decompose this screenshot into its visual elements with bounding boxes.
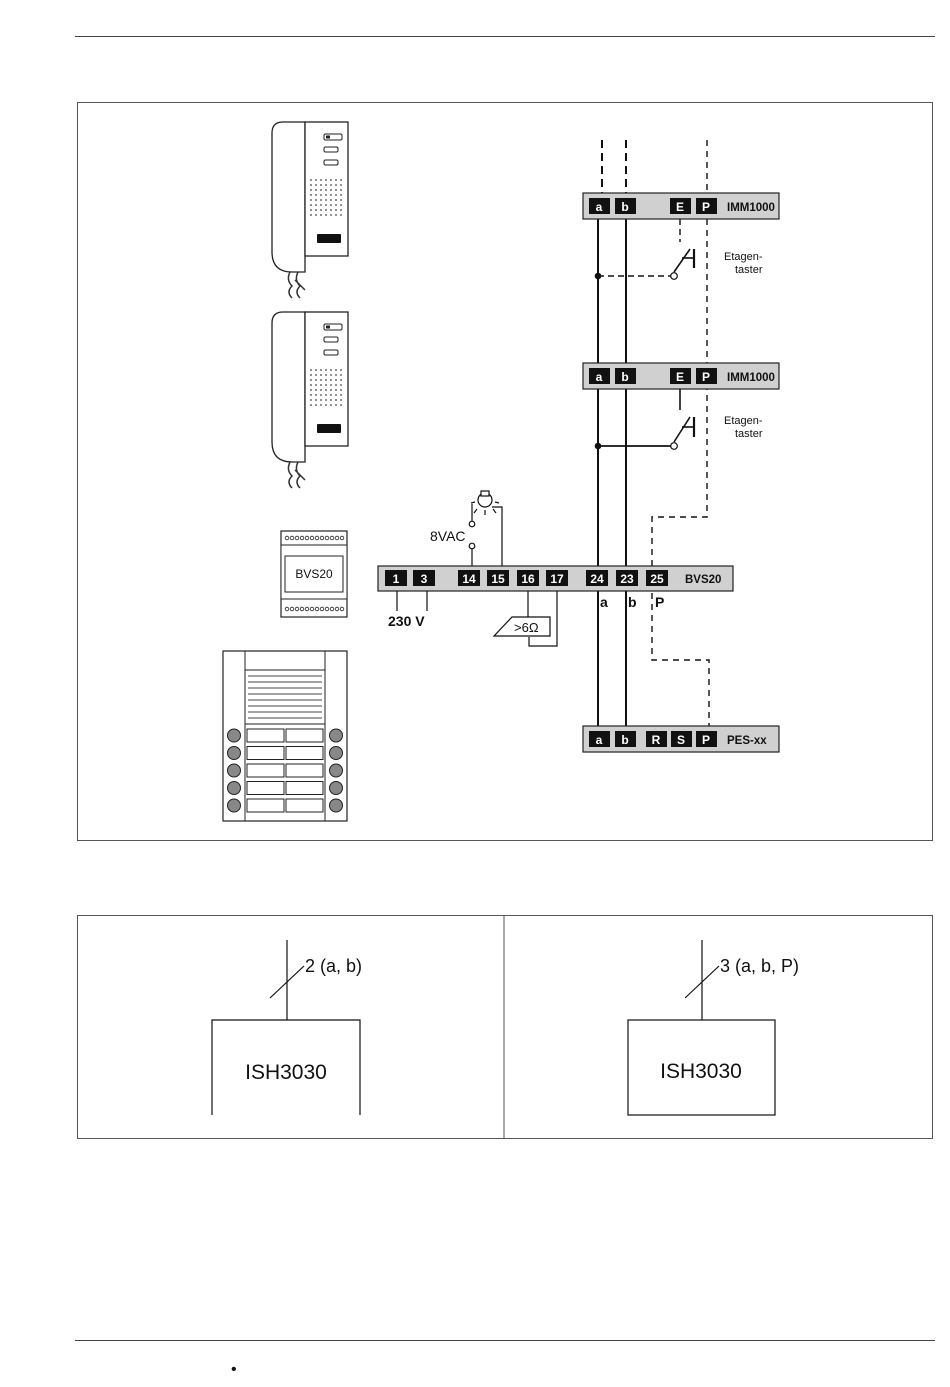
symbol-left-device-label: ISH3030 [245,1061,327,1084]
name-plate [286,747,323,760]
bvs20-terminal-strip: 1 3 14 15 16 17 24 23 25 BVS20 [378,566,733,591]
call-button-icon [228,747,241,760]
call-button-icon [228,729,241,742]
symbol-left-wires-label: 2 (a, b) [305,956,362,976]
imm2-terminal-b: b [621,370,628,384]
symbol-right: 3 (a, b, P) ISH3030 [628,940,799,1115]
imm1-terminal-e: E [676,200,684,214]
bvs-strip-model-label: BVS20 [685,574,721,586]
bvs-terminal-16: 16 [521,572,535,586]
call-button-icon [330,764,343,777]
name-plate [247,782,284,795]
pes-terminal-a: a [596,733,603,747]
imm1000-unit-1: a b E P IMM1000 Etagen- taster [583,193,779,279]
imm1-model-label: IMM1000 [727,202,775,214]
symbol-left: 2 (a, b) ISH3030 [212,940,362,1115]
bvs-terminal-14: 14 [462,572,476,586]
pes-unit: a b R S P PES-xx [583,726,779,752]
pes-terminal-r: R [652,733,661,747]
name-plate [286,764,323,777]
name-plate [247,747,284,760]
bvs-terminal-17: 17 [550,572,564,586]
pes-terminal-b: b [621,733,628,747]
name-plate [247,764,284,777]
floor-button-1-switch-icon [671,249,694,279]
supply-label: 230 V [388,613,425,629]
resistor-label: >6Ω [514,620,539,635]
imm1000-unit-2: a b E P IMM1000 Etagen- taster [583,363,779,449]
call-button-icon [330,782,343,795]
imm2-terminal-a: a [596,370,603,384]
bus-label-p: P [655,594,664,610]
symbol-right-wires-label: 3 (a, b, P) [720,956,799,976]
imm2-switch-label-line1: Etagen- [724,415,763,427]
call-button-icon [330,747,343,760]
imm1-switch-label-line2: taster [735,264,763,276]
pes-terminal-p: P [702,733,710,747]
symbol-right-device-label: ISH3030 [660,1060,742,1083]
name-plate [286,729,323,742]
imm2-terminal-p: P [702,370,710,384]
bvs-terminal-24: 24 [590,572,604,586]
bvs-terminal-15: 15 [491,572,505,586]
name-plate [247,729,284,742]
bus-lines [598,140,709,726]
imm2-model-label: IMM1000 [727,372,775,384]
imm2-switch-label-line2: taster [735,428,763,440]
call-button-icon [228,764,241,777]
floor-button-2-switch-icon [671,417,694,449]
door-station-icon [223,651,347,821]
pes-model-label: PES-xx [727,735,767,747]
call-button-icon [330,729,343,742]
imm1-terminal-a: a [596,200,603,214]
imm2-junction-dot [595,443,602,450]
bvs-terminal-3: 3 [421,572,428,586]
bvs-terminal-1: 1 [393,572,400,586]
name-plate [286,799,323,812]
imm1-terminal-b: b [621,200,628,214]
call-button-icon [228,782,241,795]
supply-wires [397,591,427,611]
bvs-terminal-25: 25 [650,572,664,586]
lamp-icon [471,491,499,515]
imm1-switch-label-line1: Etagen- [724,251,763,263]
bus-label-b: b [628,594,637,610]
door-opener-icon: >6Ω [494,617,550,636]
call-button-icon [330,799,343,812]
bvs20-device-label: BVS20 [295,567,333,581]
name-plate [247,799,284,812]
bvs-terminal-23: 23 [620,572,634,586]
bus-label-a: a [600,594,608,610]
imm1-junction-dot [595,273,602,280]
name-plate [286,782,323,795]
vac-label: 8VAC [430,528,466,544]
bvs20-device-icon: BVS20 [281,531,347,617]
imm1-terminal-p: P [702,200,710,214]
pes-terminal-s: S [677,733,685,747]
call-button-icon [228,799,241,812]
imm2-terminal-e: E [676,370,684,384]
